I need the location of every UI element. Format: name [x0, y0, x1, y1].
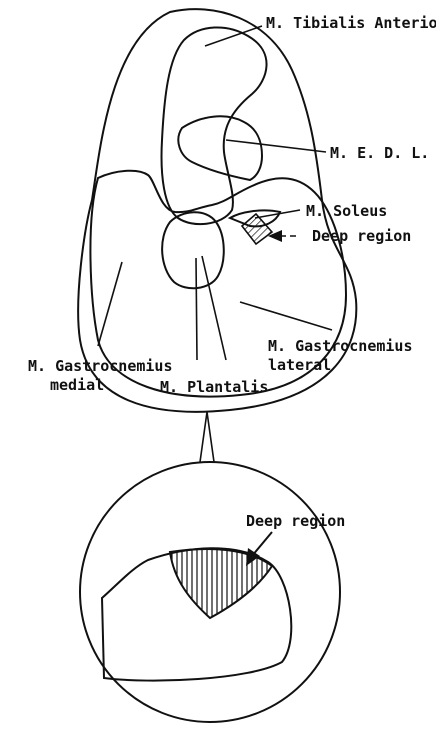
- medl-muscle: [178, 116, 262, 180]
- deep-region-hatch-magnified: [170, 549, 272, 618]
- leader-deep-region-bottom: [252, 532, 272, 556]
- label-gastro-lateral-2: lateral: [268, 356, 331, 374]
- label-tibialis-anterior: M. Tibialis Anterior: [266, 14, 436, 32]
- label-gastro-lateral-1: M. Gastrocnemius: [268, 337, 413, 355]
- label-medl: M. E. D. L.: [330, 144, 429, 162]
- leader-gastro-lateral: [240, 302, 332, 330]
- leader-lines: [98, 26, 332, 360]
- magnified-view: Deep region: [80, 462, 345, 722]
- leader-plantaris-b: [202, 256, 226, 360]
- label-plantaris: M. Plantalis: [160, 378, 268, 396]
- deep-region-hatch: [242, 214, 272, 244]
- leader-gastro-medial: [98, 262, 122, 346]
- label-deep-region-top: Deep region: [312, 227, 411, 245]
- label-gastro-medial-1: M. Gastrocnemius: [28, 357, 173, 375]
- label-gastro-medial-2: medial: [50, 376, 104, 394]
- label-soleus: M. Soleus: [306, 202, 387, 220]
- leader-medl: [226, 140, 326, 152]
- leader-plantaris-a: [196, 258, 197, 360]
- label-deep-region-bottom: Deep region: [246, 512, 345, 530]
- magnification-pointer: [200, 412, 214, 462]
